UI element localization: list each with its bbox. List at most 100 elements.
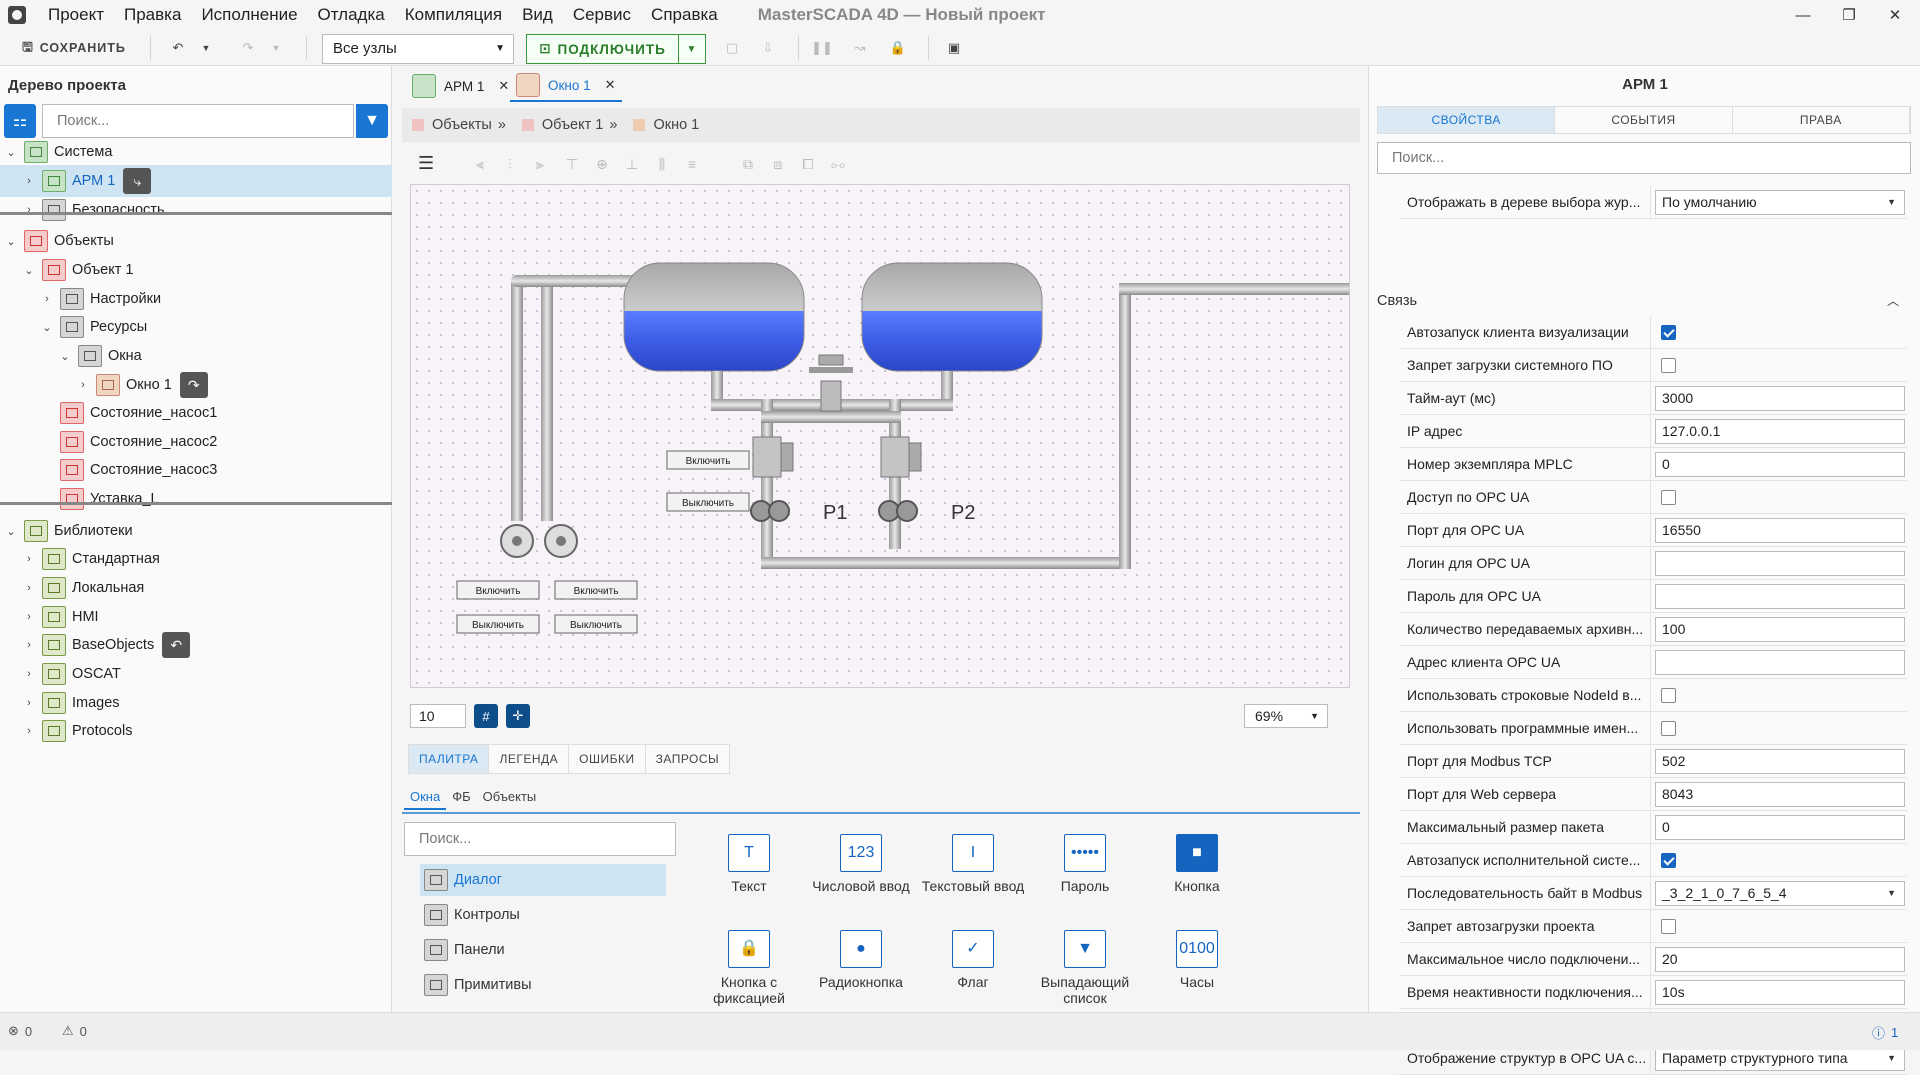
properties-tab[interactable]: СВОЙСТВА: [1378, 107, 1556, 133]
prop-checkbox[interactable]: [1661, 918, 1676, 934]
scheme-off-button-1[interactable]: [456, 614, 540, 634]
tree-item[interactable]: ›Безопасность: [0, 194, 392, 226]
prop-select[interactable]: По умолчанию: [1655, 189, 1905, 215]
chevron-down-icon[interactable]: ⌄: [24, 264, 34, 277]
chevron-right-icon[interactable]: ›: [27, 639, 31, 651]
palette-category[interactable]: Диалог: [420, 864, 666, 896]
zoom-select[interactable]: 69%▼: [1244, 704, 1328, 728]
prop-input[interactable]: 20: [1655, 946, 1905, 972]
scheme-off-button-center[interactable]: [666, 492, 750, 512]
properties-tab[interactable]: СОБЫТИЯ: [1555, 107, 1733, 133]
scheme-on-button-1[interactable]: [456, 580, 540, 600]
prop-checkbox[interactable]: [1661, 489, 1676, 505]
chevron-down-icon[interactable]: ⌄: [6, 525, 16, 538]
send-back-icon[interactable]: ⧟: [831, 156, 845, 172]
menu-item[interactable]: Справка: [651, 5, 718, 24]
palette-tab[interactable]: ЗАПРОСЫ: [645, 744, 731, 774]
tree-item[interactable]: ›Настройки: [0, 283, 392, 315]
grid-toggle-icon[interactable]: #: [474, 704, 498, 728]
prop-input[interactable]: 8043: [1655, 781, 1905, 807]
lock-icon[interactable]: 🔒: [889, 40, 907, 55]
menu-item[interactable]: Отладка: [317, 5, 385, 24]
step-icon[interactable]: ↝: [854, 40, 866, 55]
palette-subtab[interactable]: Объекты: [482, 789, 537, 804]
console-icon[interactable]: ▣: [947, 40, 961, 55]
tree-item[interactable]: ⌄Объекты: [0, 225, 392, 257]
ungroup-icon[interactable]: ⧈: [773, 156, 783, 172]
tab-arm1[interactable]: АРМ 1✕: [406, 70, 515, 102]
chevron-down-icon[interactable]: ⌄: [6, 146, 16, 159]
prop-input[interactable]: [1655, 649, 1905, 675]
grid-size-input[interactable]: 10: [410, 704, 466, 728]
palette-item[interactable]: •••••Пароль: [1030, 834, 1140, 894]
bring-front-icon[interactable]: ⧠: [802, 156, 814, 172]
tree-item[interactable]: ›Окно 1↷: [0, 369, 392, 401]
close-tab-icon[interactable]: ✕: [498, 78, 510, 93]
palette-tab[interactable]: ЛЕГЕНДА: [489, 744, 570, 774]
scheme-on-button-2[interactable]: [554, 580, 638, 600]
breadcrumb-item[interactable]: Окно 1: [653, 117, 700, 133]
palette-category[interactable]: Примитивы: [420, 969, 666, 1001]
tree-item[interactable]: ⌄Объект 1: [0, 254, 392, 286]
palette-item[interactable]: ■Кнопка: [1142, 834, 1252, 894]
chevron-right-icon[interactable]: ›: [81, 379, 85, 391]
menu-item[interactable]: Правка: [124, 5, 182, 24]
palette-item[interactable]: ✓Флаг: [918, 930, 1028, 990]
properties-search-input[interactable]: Поиск...: [1377, 142, 1911, 174]
tree-item[interactable]: Состояние_насос3: [0, 454, 392, 486]
tree-item[interactable]: Состояние_насос2: [0, 426, 392, 458]
menu-item[interactable]: Вид: [522, 5, 553, 24]
scheme-off-button-2[interactable]: [554, 614, 638, 634]
tree-item[interactable]: ⌄Библиотеки: [0, 515, 392, 547]
chevron-up-icon[interactable]: ︿: [1886, 294, 1899, 308]
palette-subtab[interactable]: ФБ: [452, 789, 471, 804]
chevron-right-icon[interactable]: ›: [27, 611, 31, 623]
undo-icon[interactable]: ↶: [172, 40, 184, 55]
close-tab-icon[interactable]: ✕: [604, 77, 616, 92]
redo-dropdown-icon[interactable]: ▼: [271, 43, 281, 53]
tree-item[interactable]: ›АРМ 1⤷: [0, 165, 392, 197]
maximize-icon[interactable]: ❐: [1842, 7, 1856, 24]
prop-select[interactable]: _3_2_1_0_7_6_5_4: [1655, 880, 1905, 906]
scheme-on-button-center[interactable]: [666, 450, 750, 470]
palette-tab[interactable]: ОШИБКИ: [569, 744, 646, 774]
save-button[interactable]: 🖫СОХРАНИТЬ: [14, 34, 134, 62]
chevron-down-icon[interactable]: ⌄: [6, 235, 16, 248]
align-right-icon[interactable]: ⫸: [536, 156, 544, 172]
tree-item[interactable]: ›Локальная: [0, 572, 392, 604]
close-icon[interactable]: ✕: [1888, 7, 1902, 24]
nodes-select[interactable]: Все узлы▼: [322, 34, 514, 64]
link-action-icon[interactable]: ↶: [162, 632, 191, 658]
palette-item[interactable]: 🔒Кнопка с фиксацией: [694, 930, 804, 1006]
chevron-right-icon[interactable]: ›: [27, 697, 31, 709]
link-action-icon[interactable]: ↷: [179, 372, 208, 398]
palette-tab[interactable]: ПАЛИТРА: [408, 744, 490, 774]
hamburger-menu-icon[interactable]: ☰: [418, 153, 435, 173]
prop-checkbox[interactable]: [1661, 687, 1676, 703]
tree-structure-icon[interactable]: ⚏: [4, 104, 36, 138]
tree-item[interactable]: ›OSCAT: [0, 658, 392, 690]
chevron-right-icon[interactable]: ›: [27, 553, 31, 565]
prop-input[interactable]: [1655, 550, 1905, 576]
prop-checkbox[interactable]: [1661, 324, 1676, 340]
minimize-icon[interactable]: —: [1795, 6, 1811, 24]
prop-checkbox[interactable]: [1661, 852, 1676, 868]
tree-item[interactable]: ›Protocols: [0, 715, 392, 747]
menu-item[interactable]: Исполнение: [201, 5, 298, 24]
group-icon[interactable]: ⧉: [743, 156, 753, 172]
prop-input[interactable]: 3000: [1655, 385, 1905, 411]
align-top-icon[interactable]: ⊤: [565, 156, 579, 172]
palette-item[interactable]: ▼Выпадающий список: [1030, 930, 1140, 1006]
connect-button[interactable]: ⊡ПОДКЛЮЧИТЬ▼: [526, 34, 706, 64]
align-left-icon[interactable]: ⫷: [476, 156, 484, 172]
pause-icon[interactable]: ❚❚: [811, 40, 833, 55]
breadcrumb-item[interactable]: Объект 1: [541, 117, 604, 133]
distribute-h-icon[interactable]: ⫼: [658, 156, 666, 172]
tree-item[interactable]: ⌄Ресурсы: [0, 311, 392, 343]
tree-item[interactable]: Состояние_насос1: [0, 397, 392, 429]
properties-tab[interactable]: ПРАВА: [1732, 107, 1910, 133]
